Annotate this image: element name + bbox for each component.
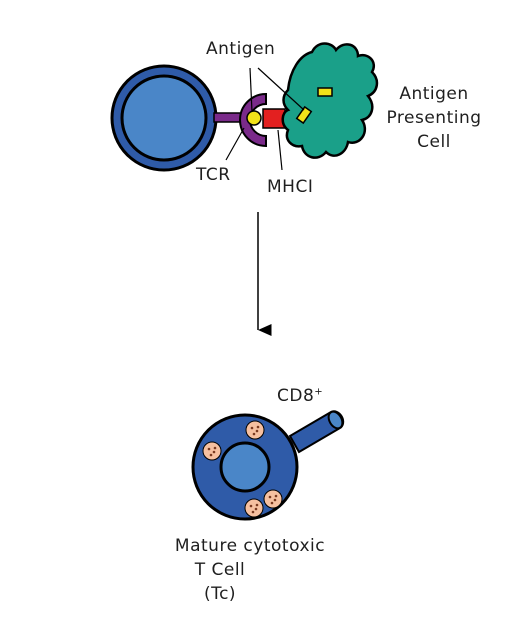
- mhc-label: MHCI: [267, 177, 314, 197]
- antigen-label: Antigen: [206, 39, 276, 59]
- antigen-in-apc: [317, 87, 333, 97]
- tcr-label: TCR: [196, 165, 231, 185]
- cd8-label-superscript: +: [314, 386, 324, 398]
- antigen-bound: [246, 110, 262, 126]
- result-label: Mature cytotoxic T Cell (Tc): [150, 534, 350, 606]
- apc-label-line2: Presenting: [386, 108, 482, 128]
- result-label-line3: (Tc): [203, 584, 237, 604]
- antigen-presenting-cell: [281, 42, 379, 159]
- apc-label-line1: Antigen: [399, 84, 469, 104]
- cd8-label: CD8+: [277, 384, 323, 408]
- cd8-label-text: CD8: [277, 386, 315, 406]
- granule-dots: [207, 425, 278, 514]
- apc-label: Antigen Presenting Cell: [382, 82, 486, 154]
- apc-label-line3: Cell: [417, 132, 451, 152]
- t-cell: [110, 64, 218, 172]
- antigen-on-apc-surface: [295, 105, 313, 125]
- antigen-pointer: [249, 67, 305, 113]
- cytotoxic-granules: [202, 420, 283, 518]
- cd8-receptor: [288, 410, 345, 454]
- result-label-line2: T Cell: [194, 560, 246, 580]
- result-label-line1: Mature cytotoxic: [174, 536, 326, 556]
- mhc-pointer: [277, 129, 283, 171]
- tcr-pointer: [225, 127, 245, 161]
